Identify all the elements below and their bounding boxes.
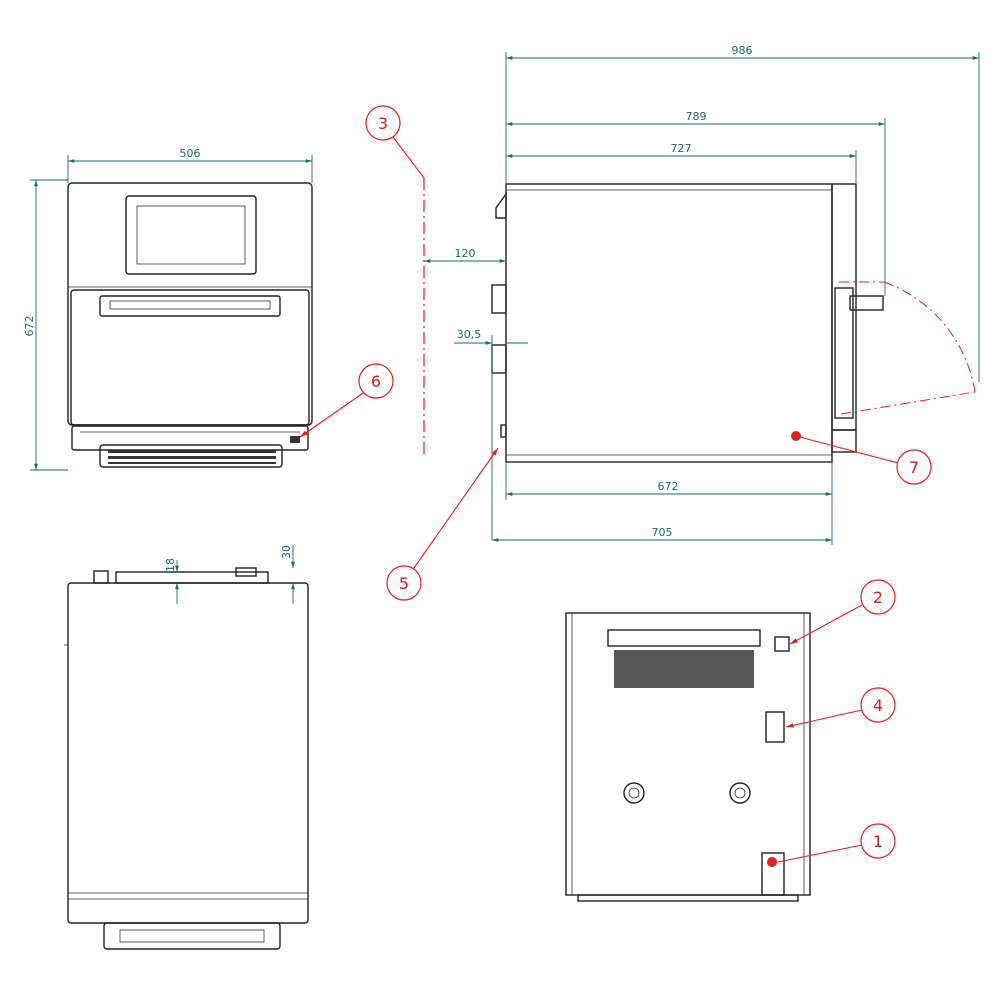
depth-727-dimension: 727 (505, 142, 857, 184)
rear-clearance-dimension: 120 (424, 247, 506, 263)
callout-2: 2 (789, 579, 896, 645)
callout-1: 1 (777, 823, 896, 863)
callout-6: 6 (299, 363, 394, 438)
body-depth-dimension: 672 (505, 462, 833, 545)
rear-offset-dimension: 30,5 (454, 328, 528, 540)
wall-line (392, 136, 425, 455)
top-dim-30-label: 30 (280, 545, 293, 559)
top-dim-18-label: 18 (164, 558, 177, 572)
callout-3: 3 (365, 105, 401, 141)
depth-705-label: 705 (652, 526, 673, 539)
depth-705-dimension: 705 (492, 526, 832, 542)
depth-986-label: 986 (732, 44, 753, 57)
front-width-dimension: 506 (67, 147, 313, 183)
callout-7: 7 (795, 435, 932, 485)
callout-4-label: 4 (873, 696, 883, 715)
callout-3-label: 3 (378, 114, 388, 133)
door-swing (839, 281, 976, 415)
depth-727-label: 727 (671, 142, 692, 155)
front-width-label: 506 (180, 147, 201, 160)
rear-vent-mesh (614, 650, 754, 688)
rear-offset-label: 30,5 (457, 328, 482, 341)
depth-789-dimension: 789 (505, 110, 886, 296)
body-depth-label: 672 (658, 480, 679, 493)
callout-5-label: 5 (399, 574, 409, 593)
callout-7-label: 7 (909, 458, 919, 477)
side-view (491, 183, 884, 463)
front-view (67, 182, 313, 468)
top-dim-18: 18 (164, 558, 179, 604)
top-view (64, 567, 309, 950)
front-vent-grille (108, 450, 276, 464)
callout-6-label: 6 (371, 372, 381, 391)
top-dim-30: 30 (280, 545, 295, 604)
callout-5: 5 (386, 447, 499, 601)
callout-2-label: 2 (873, 588, 883, 607)
rear-clearance-label: 120 (455, 247, 476, 260)
depth-789-label: 789 (686, 110, 707, 123)
callout-4: 4 (785, 687, 896, 728)
callout-1-label: 1 (873, 832, 883, 851)
rear-view (565, 612, 811, 902)
front-height-dimension: 672 (23, 179, 68, 471)
depth-986-dimension: 986 (505, 44, 980, 382)
front-height-label: 672 (23, 316, 36, 337)
